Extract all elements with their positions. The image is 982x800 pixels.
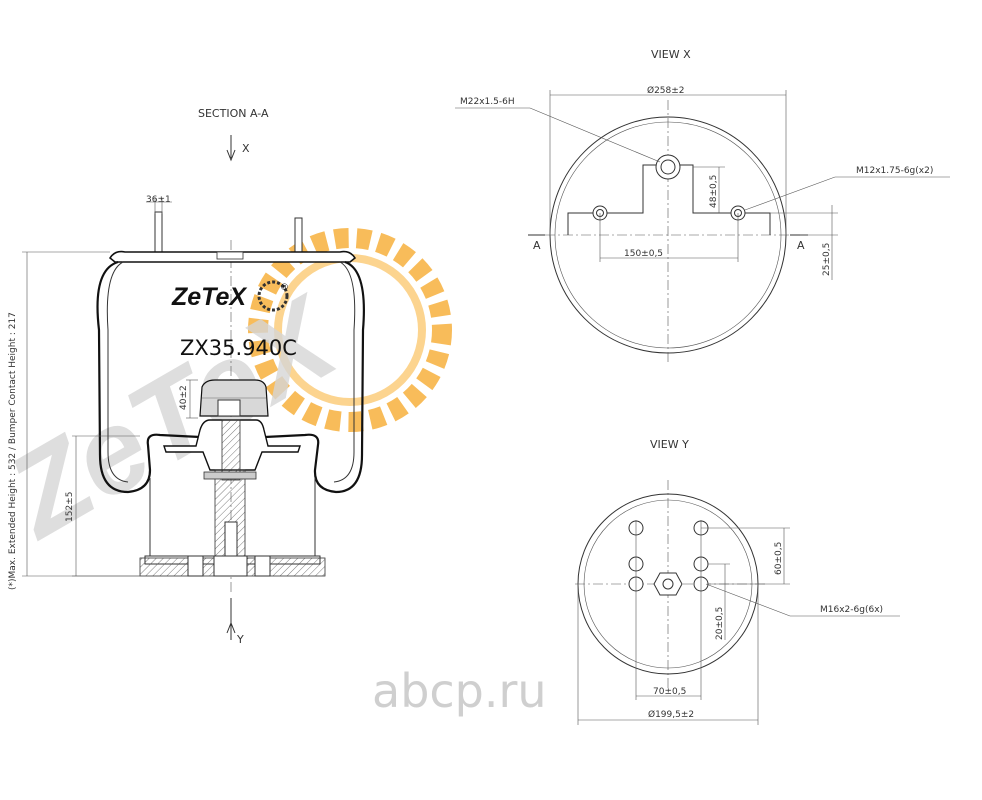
dim-side-thread: M12x1.75-6g(x2) (856, 166, 933, 176)
part-number: ZX35.940C (180, 336, 297, 360)
section-a-right: A (797, 239, 805, 252)
dim-spacing: 150±0,5 (624, 249, 663, 259)
dim-piston-top: 40±2 (179, 385, 189, 410)
section-a-left: A (533, 239, 541, 252)
brand-registered: ® (280, 283, 289, 293)
dim-spacing-y: 70±0,5 (653, 687, 686, 697)
dim-view-x-diameter: Ø258±2 (647, 85, 685, 96)
dim-view-y-diameter: Ø199,5±2 (648, 709, 694, 720)
brand-gear-icon (257, 280, 289, 312)
dim-stud: 36±1 (146, 195, 171, 205)
watermark-gear-ring (248, 228, 452, 432)
dim-piston-height: 152±5 (65, 492, 75, 522)
view-y: 60±0,5 20±0,5 M16x2-6g(6x) 70±0,5 Ø199,5… (575, 480, 900, 725)
section-title: SECTION A-A (198, 107, 269, 120)
dim-height-note: (*)Max. Extended Height : 532 / Bumper C… (8, 312, 18, 590)
view-y-title: VIEW Y (650, 438, 689, 451)
brand-logo: ZeTeX (171, 283, 247, 311)
dim-vertical: 60±0,5 (774, 542, 784, 575)
section-a-a: X Y (8, 135, 365, 646)
dim-thread: M16x2-6g(6x) (820, 605, 883, 615)
arrow-x-label: X (242, 142, 250, 155)
dim-small: 20±0,5 (715, 607, 725, 640)
dim-center-thread: M22x1.5-6H (460, 97, 515, 107)
view-x: A A Ø258±2 M22x1.5-6H M12x1.75-6g(x2) 48… (455, 85, 950, 365)
dim-offset: 48±0,5 (709, 175, 719, 208)
view-x-title: VIEW X (651, 48, 691, 61)
arrow-y-label: Y (236, 633, 244, 646)
site-watermark: abcp.ru (372, 664, 547, 718)
dim-edge: 25±0,5 (822, 243, 832, 276)
